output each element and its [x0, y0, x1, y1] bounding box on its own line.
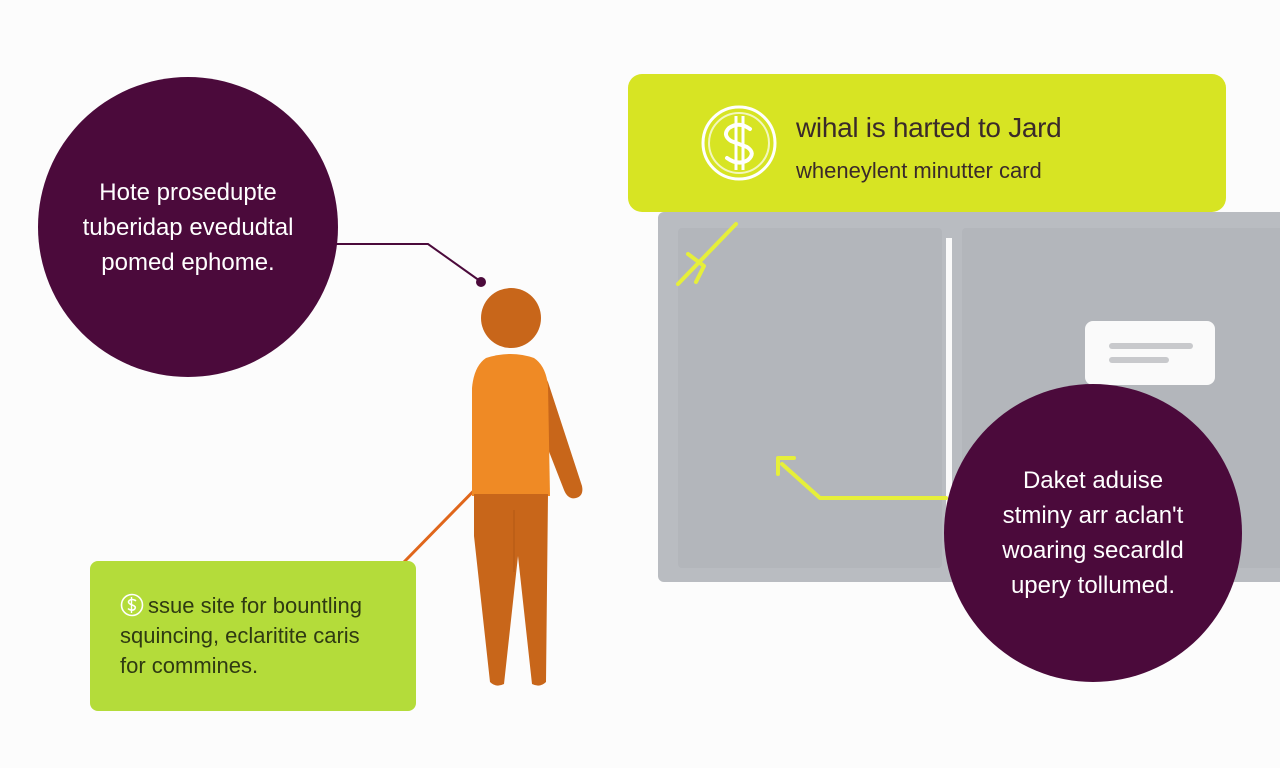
circle-text-line: tuberidap evedudtal [82, 213, 294, 241]
connector-circle-to-person [318, 243, 481, 282]
circle-text-line: pomed ephome. [101, 248, 275, 276]
diagonal-arrow-icon [676, 222, 738, 286]
circle-text-line: stminy arr aclan't [1002, 502, 1184, 529]
panel-left-pane [678, 228, 942, 568]
note-text-line: ssue site for bountling [148, 593, 363, 618]
dollar-icon [120, 593, 144, 617]
circle-text-line: upery tollumed. [1010, 572, 1176, 599]
connector-dot [476, 277, 486, 287]
bent-arrow-icon [776, 456, 948, 500]
circle-text-line: Hote prosedupte [99, 178, 277, 206]
person-icon [472, 288, 583, 686]
top-banner: wihal is harted to Jard wheneylent minut… [628, 74, 1226, 212]
note-row-1: ssue site for bountling [120, 591, 416, 621]
panel-divider [946, 238, 952, 538]
note-text-line: for commines. [120, 653, 259, 678]
circle-text-line: woaring secardld [1002, 537, 1184, 564]
info-circle-bottom-right: Daket aduise stminy arr aclan't woaring … [944, 384, 1242, 682]
circle-text-line: Daket aduise [1022, 467, 1164, 494]
note-box: ssue site for bountling squincing, eclar… [90, 561, 416, 711]
dollar-icon [701, 105, 777, 181]
info-circle-top-left: Hote prosedupte tuberidap evedudtal pome… [38, 77, 338, 377]
banner-subtitle: wheneylent minutter card [796, 158, 1042, 183]
panel-arrows [676, 222, 948, 500]
banner-title: wihal is harted to Jard [796, 112, 1062, 143]
note-text-line: squincing, eclaritite caris [120, 623, 360, 648]
mini-card [1085, 321, 1215, 385]
